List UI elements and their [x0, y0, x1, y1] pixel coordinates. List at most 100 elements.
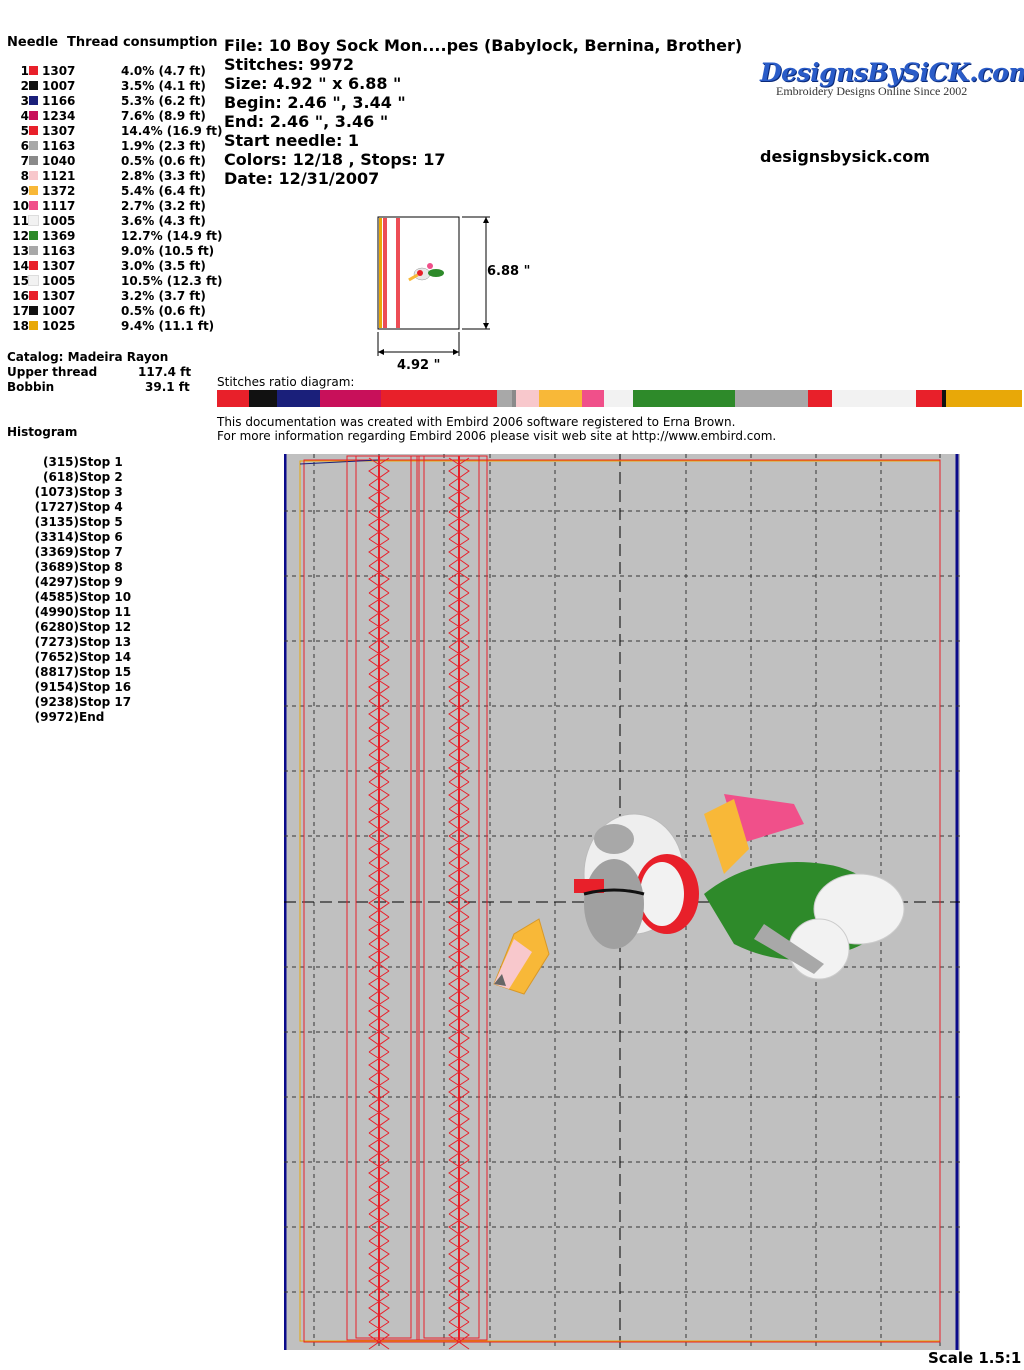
ratio-segment — [217, 390, 250, 407]
preview-width-label: 4.92 " — [397, 358, 441, 373]
end-point: End: 2.46 ", 3.46 " — [224, 112, 389, 131]
brand-website[interactable]: designsbysick.com — [760, 147, 930, 166]
upper-thread-value: 117.4 ft — [138, 365, 192, 379]
histogram-row: (7273)Stop 13 — [7, 635, 167, 650]
needle-consumption: 1.9% (2.3 ft) — [121, 139, 206, 153]
brand-logo-text: DesignsBySiCK.com — [760, 58, 1024, 87]
needle-color-swatch — [29, 261, 38, 270]
histogram-count: (9972) — [34, 710, 79, 724]
needle-thread-code: 1163 — [42, 244, 76, 258]
histogram-count: (3314) — [34, 530, 79, 544]
stitch-ratio-bar — [217, 390, 1022, 407]
notice-line-1: This documentation was created with Embi… — [217, 415, 736, 429]
histogram-stop-label: Stop 14 — [79, 650, 132, 664]
ratio-segment — [942, 390, 947, 407]
histogram-count: (8817) — [34, 665, 79, 679]
needle-consumption: 0.5% (0.6 ft) — [121, 154, 206, 168]
needle-color-swatch — [29, 141, 38, 150]
histogram-row: (9154)Stop 16 — [7, 680, 167, 695]
ratio-segment — [249, 390, 278, 407]
needle-thread-code: 1234 — [42, 109, 76, 123]
needle-thread-code: 1369 — [42, 229, 76, 243]
design-preview — [377, 216, 490, 356]
histogram-stop-label: Stop 4 — [79, 500, 123, 514]
ratio-segment — [582, 390, 605, 407]
design-info: File: 10 Boy Sock Mon....pes (Babylock, … — [224, 36, 742, 188]
histogram-stop-label: Stop 3 — [79, 485, 123, 499]
histogram-stop-label: Stop 13 — [79, 635, 132, 649]
ratio-segment — [497, 390, 513, 407]
needle-number: 14 — [12, 259, 29, 273]
needle-header-label: Needle — [7, 35, 59, 50]
preview-monkey-icon — [408, 263, 444, 282]
needle-number: 10 — [12, 199, 29, 213]
catalog-label: Catalog: Madeira Rayon — [7, 350, 169, 364]
ratio-segment — [831, 390, 917, 407]
needle-number: 5 — [20, 124, 29, 138]
needle-number: 9 — [20, 184, 29, 198]
needle-color-swatch — [29, 186, 38, 195]
start-needle: Start needle: 1 — [224, 131, 360, 150]
needle-consumption: 5.4% (6.4 ft) — [121, 184, 206, 198]
needle-consumption: 3.5% (4.1 ft) — [121, 79, 206, 93]
bobbin-value: 39.1 ft — [145, 380, 190, 394]
begin-point: Begin: 2.46 ", 3.44 " — [224, 93, 406, 112]
histogram-count: (4297) — [34, 575, 79, 589]
needle-consumption: 0.5% (0.6 ft) — [121, 304, 206, 318]
histogram-row: (7652)Stop 14 — [7, 650, 167, 665]
needle-number: 11 — [12, 214, 29, 228]
needle-consumption: 14.4% (16.9 ft) — [121, 124, 223, 138]
histogram-row: (3369)Stop 7 — [7, 545, 167, 560]
stitch-count: Stitches: 9972 — [224, 55, 355, 74]
consumption-header: Thread consumption — [67, 35, 218, 50]
sock-monkey-with-pencil-icon — [493, 794, 905, 995]
histogram-stop-label: Stop 6 — [79, 530, 123, 544]
needle-thread-code: 1307 — [42, 289, 76, 303]
ratio-segment — [604, 390, 634, 407]
histogram-stop-label: Stop 7 — [79, 545, 123, 559]
histogram-row: (3689)Stop 8 — [7, 560, 167, 575]
needle-consumption: 2.8% (3.3 ft) — [121, 169, 206, 183]
histogram-row: (9238)Stop 17 — [7, 695, 167, 710]
bobbin-label: Bobbin — [7, 380, 55, 394]
needle-consumption: 3.6% (4.3 ft) — [121, 214, 206, 228]
needle-color-swatch — [29, 111, 38, 120]
histogram-count: (6280) — [34, 620, 79, 634]
needle-thread-code: 1307 — [42, 64, 76, 78]
needle-number: 12 — [12, 229, 29, 243]
needle-color-swatch — [29, 81, 38, 90]
file-name: File: 10 Boy Sock Mon....pes (Babylock, … — [224, 36, 743, 55]
histogram-count: (4990) — [34, 605, 79, 619]
needle-header: Needle — [7, 35, 58, 50]
needle-thread-code: 1005 — [42, 274, 76, 288]
design-date: Date: 12/31/2007 — [224, 169, 380, 188]
needle-thread-code: 1007 — [42, 304, 76, 318]
needle-number: 1 — [20, 64, 29, 78]
needle-color-swatch — [29, 126, 38, 135]
histogram-row: (3314)Stop 6 — [7, 530, 167, 545]
histogram-stop-label: Stop 16 — [79, 680, 132, 694]
histogram-count: (1727) — [34, 500, 79, 514]
histogram-count: (9154) — [34, 680, 79, 694]
design-size: Size: 4.92 " x 6.88 " — [224, 74, 402, 93]
histogram-stop-label: Stop 8 — [79, 560, 123, 574]
needle-color-swatch — [29, 246, 38, 255]
needle-number: 7 — [20, 154, 29, 168]
needle-number: 2 — [20, 79, 29, 93]
ratio-segment — [633, 390, 736, 407]
needle-consumption: 9.0% (10.5 ft) — [121, 244, 215, 258]
preview-height-label: 6.88 " — [487, 264, 531, 279]
histogram-row: (8817)Stop 15 — [7, 665, 167, 680]
histogram-count: (3135) — [34, 515, 79, 529]
histogram-stop-label: Stop 2 — [79, 470, 123, 484]
